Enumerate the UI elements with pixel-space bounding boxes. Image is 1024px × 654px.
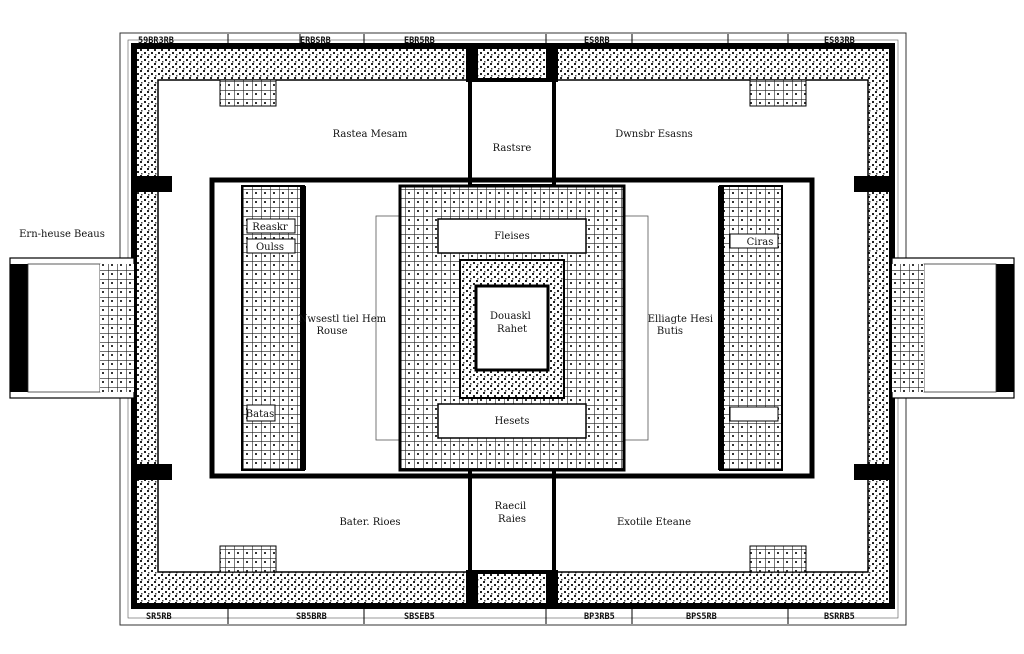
dim-top-5: ES83RB	[824, 36, 855, 46]
label-east-room: Ciras	[747, 237, 774, 248]
central-core	[375, 184, 649, 472]
dim-top-1: 59BR3RB	[138, 36, 174, 46]
dim-bottom-6: BSRRB5	[824, 612, 855, 622]
north-corridor	[468, 78, 556, 188]
label-bottom-corridor: Raecil Raies	[495, 501, 530, 525]
label-west-room-mid: Oulss	[256, 242, 284, 253]
label-west-room-lower: Batas	[246, 409, 274, 420]
label-top-right-zone: Dwnsbr Esasns	[615, 129, 693, 140]
label-top-corridor: Rastsre	[493, 143, 532, 154]
label-center-court-l1: Douaskl	[490, 311, 531, 322]
dim-bottom-4: BP3RB5	[584, 612, 615, 622]
label-bottom-corridor-l2: Raies	[498, 514, 526, 525]
dim-top-4: ES8RB	[584, 36, 610, 46]
label-center-top-hall: Fleises	[494, 231, 529, 242]
label-center-court: Douaskl Rahet	[490, 311, 534, 335]
label-east-wing-l1: Elliagte Hesi	[648, 314, 713, 325]
dim-bottom-5: BPS5RB	[686, 612, 717, 622]
label-top-left-zone: Rastea Mesam	[333, 129, 408, 140]
dimension-ticks	[227, 34, 789, 624]
dim-top-2: ERBSRB	[300, 36, 331, 46]
perimeter-furniture	[219, 79, 807, 573]
label-west-room-upper: Reaskr	[252, 222, 288, 233]
east-entry-porch	[891, 257, 1015, 399]
outer-pillars	[134, 46, 892, 606]
dim-top-3: EBR5RB	[404, 36, 435, 46]
label-west-wing-l2: Rouse	[316, 326, 347, 337]
west-entry-porch	[9, 257, 135, 399]
label-center-bottom-hall: Hesets	[495, 416, 530, 427]
outer-perimeter-band	[134, 46, 892, 606]
west-wing-rooms	[241, 185, 306, 471]
dim-bottom-3: SBSEB5	[404, 612, 435, 622]
label-west-wing: Nwsestl tiel Hem Rouse	[299, 314, 390, 337]
dim-bottom-1: SR5RB	[146, 612, 172, 622]
label-bottom-left-zone: Bater. Rioes	[339, 517, 400, 528]
label-west-entry: Ern-heuse Beaus	[19, 229, 105, 240]
dim-bottom-2: SB5BRB	[296, 612, 327, 622]
label-east-wing: Elliagte Hesi Butis	[648, 314, 717, 337]
label-east-wing-l2: Butis	[657, 326, 683, 337]
east-wing-rooms	[718, 185, 783, 471]
label-center-court-l2: Rahet	[497, 324, 527, 335]
label-bottom-right-zone: Exotile Eteane	[617, 517, 691, 528]
central-block	[209, 177, 815, 479]
label-bottom-corridor-l1: Raecil	[495, 501, 527, 512]
label-west-wing-l1: Nwsestl tiel Hem	[299, 314, 387, 325]
